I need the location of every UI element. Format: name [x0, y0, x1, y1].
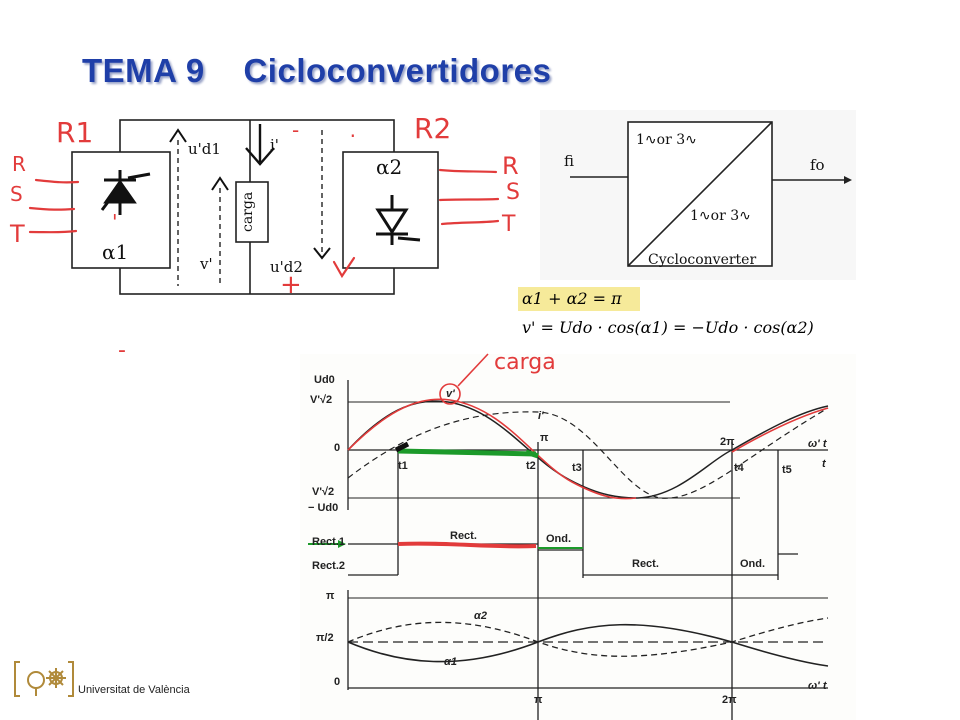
rect-b-label: Rect.: [632, 558, 659, 570]
input-frequency-label: fi: [564, 152, 575, 170]
t3-label: t3: [572, 462, 582, 474]
slide-title: TEMA 9 Cicloconvertidores: [82, 52, 552, 89]
v-curve-label: v': [446, 388, 455, 400]
graph-paper: [300, 354, 856, 720]
ond-b-label: Ond.: [740, 558, 766, 570]
ud2-label: u'd2: [270, 258, 303, 276]
phase-t-left: T: [10, 220, 25, 248]
cycloconverter-diagram: [540, 110, 856, 280]
alpha2-label: α2: [376, 155, 403, 179]
r1-label: R1: [56, 116, 94, 149]
wt-label: ω' t: [808, 438, 827, 450]
phase-r-left: R: [12, 152, 26, 176]
rect2-label: Rect.2: [312, 560, 346, 572]
cycloconverter-caption: Cycloconverter: [648, 252, 757, 268]
minus-mark-left: -: [118, 338, 126, 363]
pi-time-label: π: [540, 432, 549, 444]
alpha2-curve-label: α2: [474, 610, 487, 622]
zero-label: 0: [334, 442, 341, 454]
carga-annotation: carga: [494, 350, 556, 375]
neg-ud0-label: − Ud0: [308, 502, 339, 514]
phase-s-left: S: [10, 182, 23, 206]
plus-mark: +: [280, 270, 302, 300]
v-sqrt2-label: V'√2: [310, 394, 333, 406]
t-label: t: [822, 458, 826, 470]
angle-pi-half-label: π/2: [316, 632, 334, 644]
ud1-label: u'd1: [188, 140, 221, 158]
output-arrow-icon: [844, 176, 852, 184]
thyristor-right-icon: [375, 195, 421, 245]
alpha1-label: α1: [102, 240, 129, 264]
conduction-segment: [397, 448, 537, 457]
angle-pi-label: π: [326, 590, 335, 602]
waveform-graph: [300, 353, 856, 720]
t1-label: t1: [398, 460, 408, 472]
angle-x-two-pi-label: 2π: [722, 694, 737, 706]
formula-output-voltage: v' = Udo · cos(α1) = −Udo · cos(α2): [522, 318, 814, 337]
university-logo-icon: [14, 661, 74, 697]
t2-label: t2: [526, 460, 536, 472]
angle-x-pi-label: π: [534, 694, 543, 706]
annotation-circle: [439, 383, 461, 405]
t4-label: t4: [734, 462, 744, 474]
phase-t-right: T: [502, 212, 516, 237]
minus-mark-top: - .: [292, 118, 378, 142]
rect1-label: Rect.1: [312, 536, 346, 548]
angle-wt-label: ω' t: [808, 680, 827, 692]
rect-a-label: Rect.: [450, 530, 477, 542]
alpha1-curve: [347, 623, 829, 667]
output-frequency-label: fo: [810, 156, 825, 174]
r2-label: R2: [414, 112, 452, 145]
angle-zero-label: 0: [334, 676, 341, 688]
thyristor-left-icon: [100, 170, 151, 215]
current-label: i': [270, 136, 279, 154]
input-phase-text: 1∿or 3∿: [636, 132, 697, 148]
circuit-diagram: [28, 119, 500, 295]
voltage-label: v': [200, 255, 213, 273]
two-pi-time-label: 2π: [720, 436, 735, 448]
ond-a-label: Ond.: [546, 533, 572, 545]
output-phase-text: 1∿or 3∿: [690, 208, 751, 224]
alpha1-curve-label: α1: [444, 656, 457, 668]
phase-s-right: S: [506, 180, 520, 205]
phase-r-right: R: [502, 152, 519, 180]
tick-mark: ': [112, 210, 118, 234]
load-label: carga: [240, 191, 256, 232]
university-name: Universitat de València: [78, 684, 190, 696]
ud0-label: Ud0: [314, 374, 335, 386]
voltage-curve: [347, 400, 829, 499]
current-curve: [347, 407, 829, 499]
load-box: [235, 181, 269, 243]
i-curve-label: i': [538, 410, 544, 422]
t5-label: t5: [782, 464, 792, 476]
formula-alpha-sum: α1 + α2 = π: [518, 287, 640, 311]
neg-v-sqrt2-label: V'√2: [312, 486, 335, 498]
